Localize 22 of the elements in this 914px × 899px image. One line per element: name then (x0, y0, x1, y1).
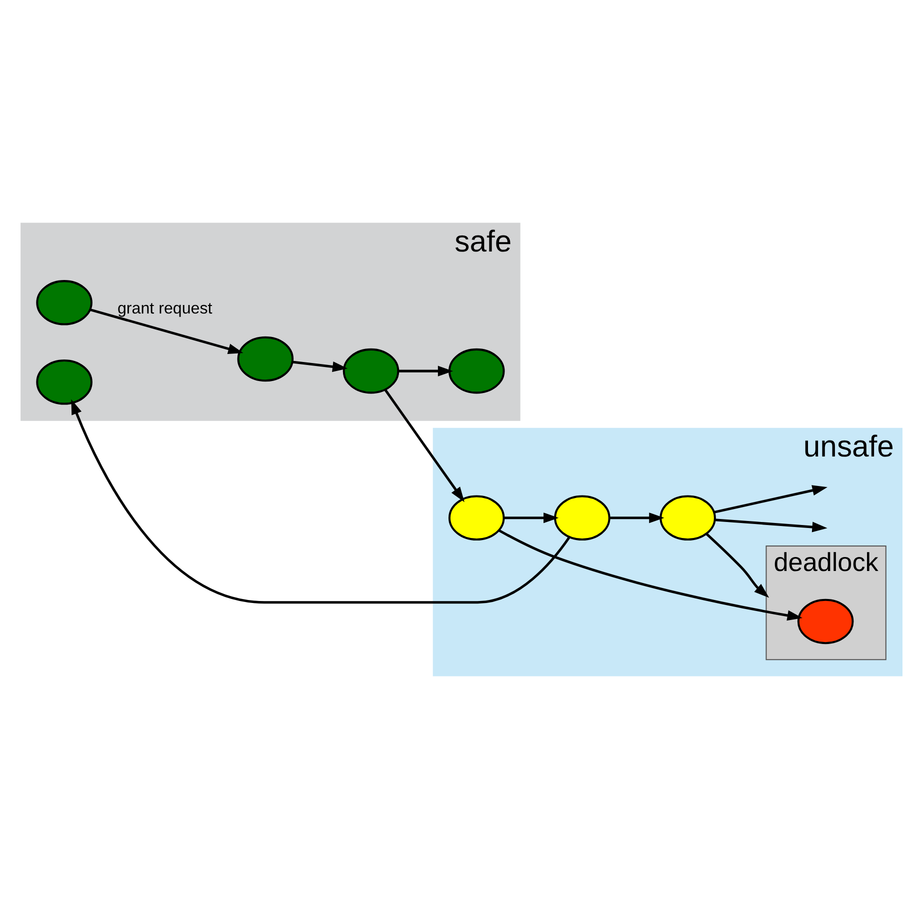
arrow (498, 529, 802, 621)
node-circle (36, 360, 92, 405)
arrow (384, 388, 464, 502)
node-circle (342, 348, 399, 394)
arrow (70, 399, 570, 604)
arrow (504, 512, 558, 524)
arrow (714, 518, 827, 532)
arrow (705, 533, 769, 598)
edge-label: grant request (116, 300, 212, 318)
arrow (714, 485, 827, 514)
node-circle (659, 495, 716, 540)
arrow (609, 512, 664, 524)
node-circle (448, 495, 504, 540)
node-circle (236, 336, 294, 382)
node-circle (796, 598, 854, 644)
cluster: deadlock (765, 546, 886, 660)
node-circle (554, 495, 610, 540)
node-circle (448, 348, 504, 394)
node-circle (36, 280, 92, 326)
arrow (89, 308, 243, 354)
arrow (398, 366, 453, 376)
arrow (292, 360, 348, 372)
